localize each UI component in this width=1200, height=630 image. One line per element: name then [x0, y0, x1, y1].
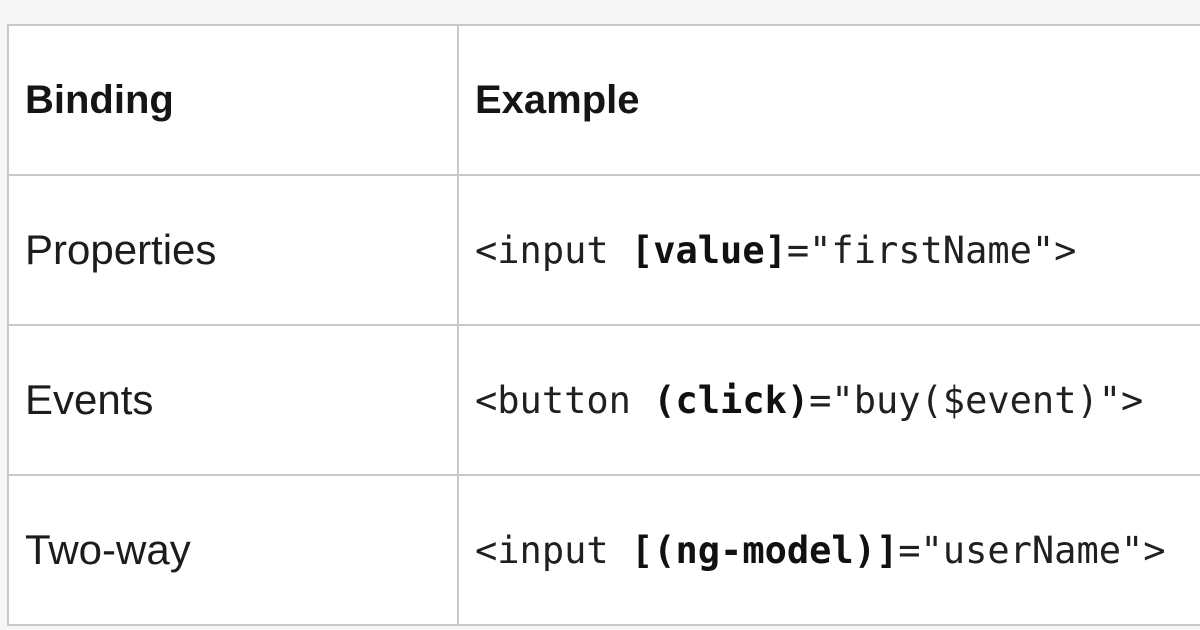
table-row: Events <button (click)="buy($event)"> [7, 324, 1200, 476]
example-column-header: Example [457, 24, 1200, 176]
code-prefix: <button [475, 378, 654, 422]
code-binding-syntax: [(ng-model)] [630, 528, 899, 572]
binding-type-cell: Properties [7, 174, 459, 326]
code-suffix: ="userName"> [898, 528, 1166, 572]
code-suffix: ="buy($event)"> [809, 378, 1144, 422]
binding-type-cell: Events [7, 324, 459, 476]
example-code-cell: <button (click)="buy($event)"> [457, 324, 1200, 476]
binding-table: Binding Example Properties <input [value… [7, 24, 1200, 626]
table-row: Two-way <input [(ng-model)]="userName"> [7, 474, 1200, 626]
table-header-row: Binding Example [7, 24, 1200, 176]
code-binding-syntax: (click) [653, 378, 810, 422]
example-code-cell: <input [value]="firstName"> [457, 174, 1200, 326]
code-prefix: <input [475, 528, 631, 572]
binding-column-header: Binding [7, 24, 459, 176]
code-prefix: <input [475, 228, 631, 272]
code-suffix: ="firstName"> [786, 228, 1077, 272]
binding-type-cell: Two-way [7, 474, 459, 626]
example-code-cell: <input [(ng-model)]="userName"> [457, 474, 1200, 626]
code-binding-syntax: [value] [630, 228, 787, 272]
table-row: Properties <input [value]="firstName"> [7, 174, 1200, 326]
